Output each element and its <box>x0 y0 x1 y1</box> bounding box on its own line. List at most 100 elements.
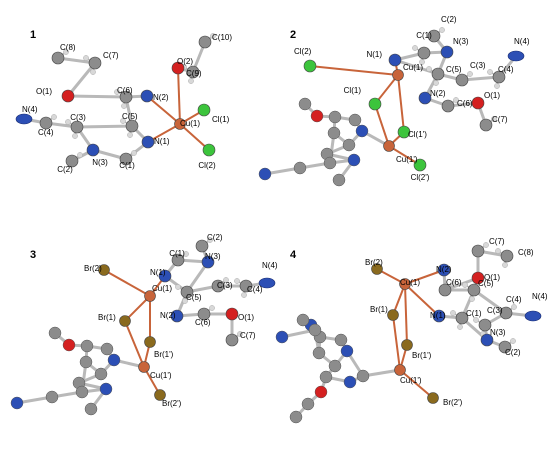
atom-c <box>79 355 93 369</box>
atom-label-c10: C(10) <box>212 33 232 42</box>
metal-bond <box>392 314 401 371</box>
atom-c4 <box>492 70 506 84</box>
atom-br2 <box>98 264 110 276</box>
atom-label-c7: C(7) <box>103 51 119 60</box>
atom-label-c1: C(1) <box>416 31 432 40</box>
atom-n1 <box>388 53 402 67</box>
hydrogen-atom <box>433 80 439 86</box>
atom-label-n4: N(4) <box>514 37 530 46</box>
atom-label-br2: Br(2) <box>365 258 383 267</box>
atom-n <box>355 124 369 138</box>
metal-bond <box>124 295 151 322</box>
atom-cu1 <box>174 118 186 130</box>
hydrogen-atom <box>114 89 120 95</box>
atom-br1 <box>387 309 399 321</box>
atom-cl2 <box>202 143 216 157</box>
atom-c5 <box>125 119 139 133</box>
atom-label-br1: Br(1) <box>98 313 116 322</box>
atom-c1 <box>119 152 133 166</box>
atom-c7 <box>225 333 239 347</box>
atom-n2 <box>437 263 451 277</box>
atom-n1 <box>158 269 172 283</box>
metal-bond <box>103 269 151 297</box>
atom-label-n1: N(1) <box>366 50 382 59</box>
atom-label-br1p: Br(1') <box>412 351 432 360</box>
atom-label-cu1: Cu(1) <box>152 284 172 293</box>
atom-n2 <box>140 89 154 103</box>
hydrogen-atom <box>241 292 247 298</box>
panel-label-2: 2 <box>290 29 296 41</box>
atom-cu1 <box>399 278 411 290</box>
atom-c4 <box>39 116 53 130</box>
atom-cl1p <box>397 125 411 139</box>
metal-bond <box>404 283 440 317</box>
bond <box>75 124 134 129</box>
hydrogen-atom <box>426 66 432 72</box>
atom-label-c2: C(2) <box>441 15 457 24</box>
atom-c <box>301 397 315 411</box>
atom-c5 <box>467 283 481 297</box>
bond <box>472 288 508 315</box>
atom-cu1p <box>394 364 406 376</box>
atom-c3 <box>211 279 225 293</box>
atom-n2 <box>170 309 184 323</box>
atom-label-c5: C(5) <box>446 65 462 74</box>
atom-label-c5: C(5) <box>122 112 138 121</box>
atom-c2 <box>195 239 209 253</box>
atom-label-o1: O(1) <box>238 313 254 322</box>
hydrogen-atom <box>63 49 69 55</box>
atom-c1 <box>171 253 185 267</box>
atom-label-c1: C(1) <box>119 161 135 170</box>
atom-c2 <box>427 29 441 43</box>
atom-label-c7: C(7) <box>240 331 256 340</box>
atom-c6 <box>119 90 133 104</box>
atom-label-n2: N(2) <box>436 265 452 274</box>
panel-2: 2 C(2)Cl(2)N(1)C(1)N(3)N(4)Cu(1)C(5)C(3)… <box>258 15 530 187</box>
atom-label-c8: C(8) <box>60 43 76 52</box>
atom-label-c4: C(4) <box>247 285 263 294</box>
atom-n4 <box>524 310 542 322</box>
atom-c <box>293 161 307 175</box>
atom-label-c1: C(1) <box>169 249 185 258</box>
hydrogen-atom <box>510 338 516 344</box>
atom-n4 <box>507 50 525 62</box>
atom-cl2 <box>303 59 317 73</box>
atom-c4 <box>239 279 253 293</box>
atom-c1 <box>417 46 431 60</box>
atom-label-c3: C(3) <box>470 61 486 70</box>
atom-n4 <box>15 113 33 125</box>
atom-br2p <box>427 392 439 404</box>
atom-n2 <box>418 91 432 105</box>
atom-c2 <box>65 154 79 168</box>
atom-c8 <box>51 51 65 65</box>
atom-label-c4: C(4) <box>498 65 514 74</box>
atom-n <box>343 375 357 389</box>
atom-o <box>310 109 324 123</box>
bond <box>66 61 97 98</box>
atom-n1 <box>141 135 155 149</box>
hydrogen-atom <box>511 304 517 310</box>
atom-c <box>45 390 59 404</box>
atom-label-br2p: Br(2') <box>162 399 182 408</box>
atom-c <box>319 370 333 384</box>
atom-c <box>312 346 326 360</box>
atom-label-br1p: Br(1') <box>154 350 174 359</box>
atom-label-c1: C(1) <box>466 309 482 318</box>
atom-label-n3: N(3) <box>453 37 469 46</box>
atom-label-cl1p: Cl(1') <box>408 130 427 139</box>
panel-label-4: 4 <box>290 249 297 261</box>
atom-c <box>75 385 89 399</box>
panel-1: 1 C(8)C(7)O(1)C(6)N(2)O(2)C(10)C(9)N(4)C… <box>15 29 232 174</box>
atom-label-c5: C(5) <box>186 293 202 302</box>
atom-n3 <box>201 255 215 269</box>
atom-label-br1: Br(1) <box>370 305 388 314</box>
hydrogen-atom <box>491 116 497 122</box>
atom-n3 <box>440 45 454 59</box>
atom-c <box>328 110 342 124</box>
hydrogen-atom <box>439 27 445 33</box>
atom-label-o1: O(1) <box>484 273 500 282</box>
hydrogen-atom <box>210 33 216 39</box>
atom-cl2p <box>413 158 427 172</box>
atom-o1 <box>471 96 485 110</box>
